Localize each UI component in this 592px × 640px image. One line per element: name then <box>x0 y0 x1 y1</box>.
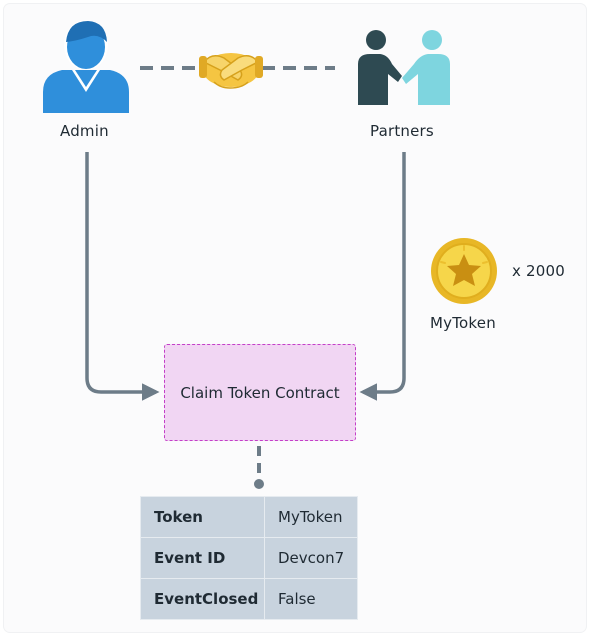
partners-label: Partners <box>370 122 434 140</box>
contract-state-anchor <box>254 479 264 489</box>
table-row: EventClosed False <box>140 578 358 620</box>
state-key: EventClosed <box>140 578 265 620</box>
contract-state-table: Token MyToken Event ID Devcon7 EventClos… <box>140 496 358 620</box>
star-coin-icon <box>431 238 497 304</box>
person-icon <box>43 20 129 113</box>
state-key: Event ID <box>140 537 265 579</box>
token-amount: x 2000 <box>512 262 566 280</box>
state-value: Devcon7 <box>264 537 358 579</box>
token-label: MyToken <box>430 314 496 332</box>
handshaking-people-icon <box>358 30 450 105</box>
admin-label: Admin <box>60 122 109 140</box>
table-row: Token MyToken <box>140 496 358 538</box>
handshake-emoji-icon <box>199 53 263 89</box>
state-value: False <box>264 578 358 620</box>
state-key: Token <box>140 496 265 538</box>
admin-to-contract-connector <box>85 152 160 401</box>
contract-label: Claim Token Contract <box>180 383 340 402</box>
partners-to-contract-connector <box>359 152 406 401</box>
table-row: Event ID Devcon7 <box>140 537 358 579</box>
claim-token-contract: Claim Token Contract <box>164 344 356 441</box>
state-value: MyToken <box>264 496 358 538</box>
